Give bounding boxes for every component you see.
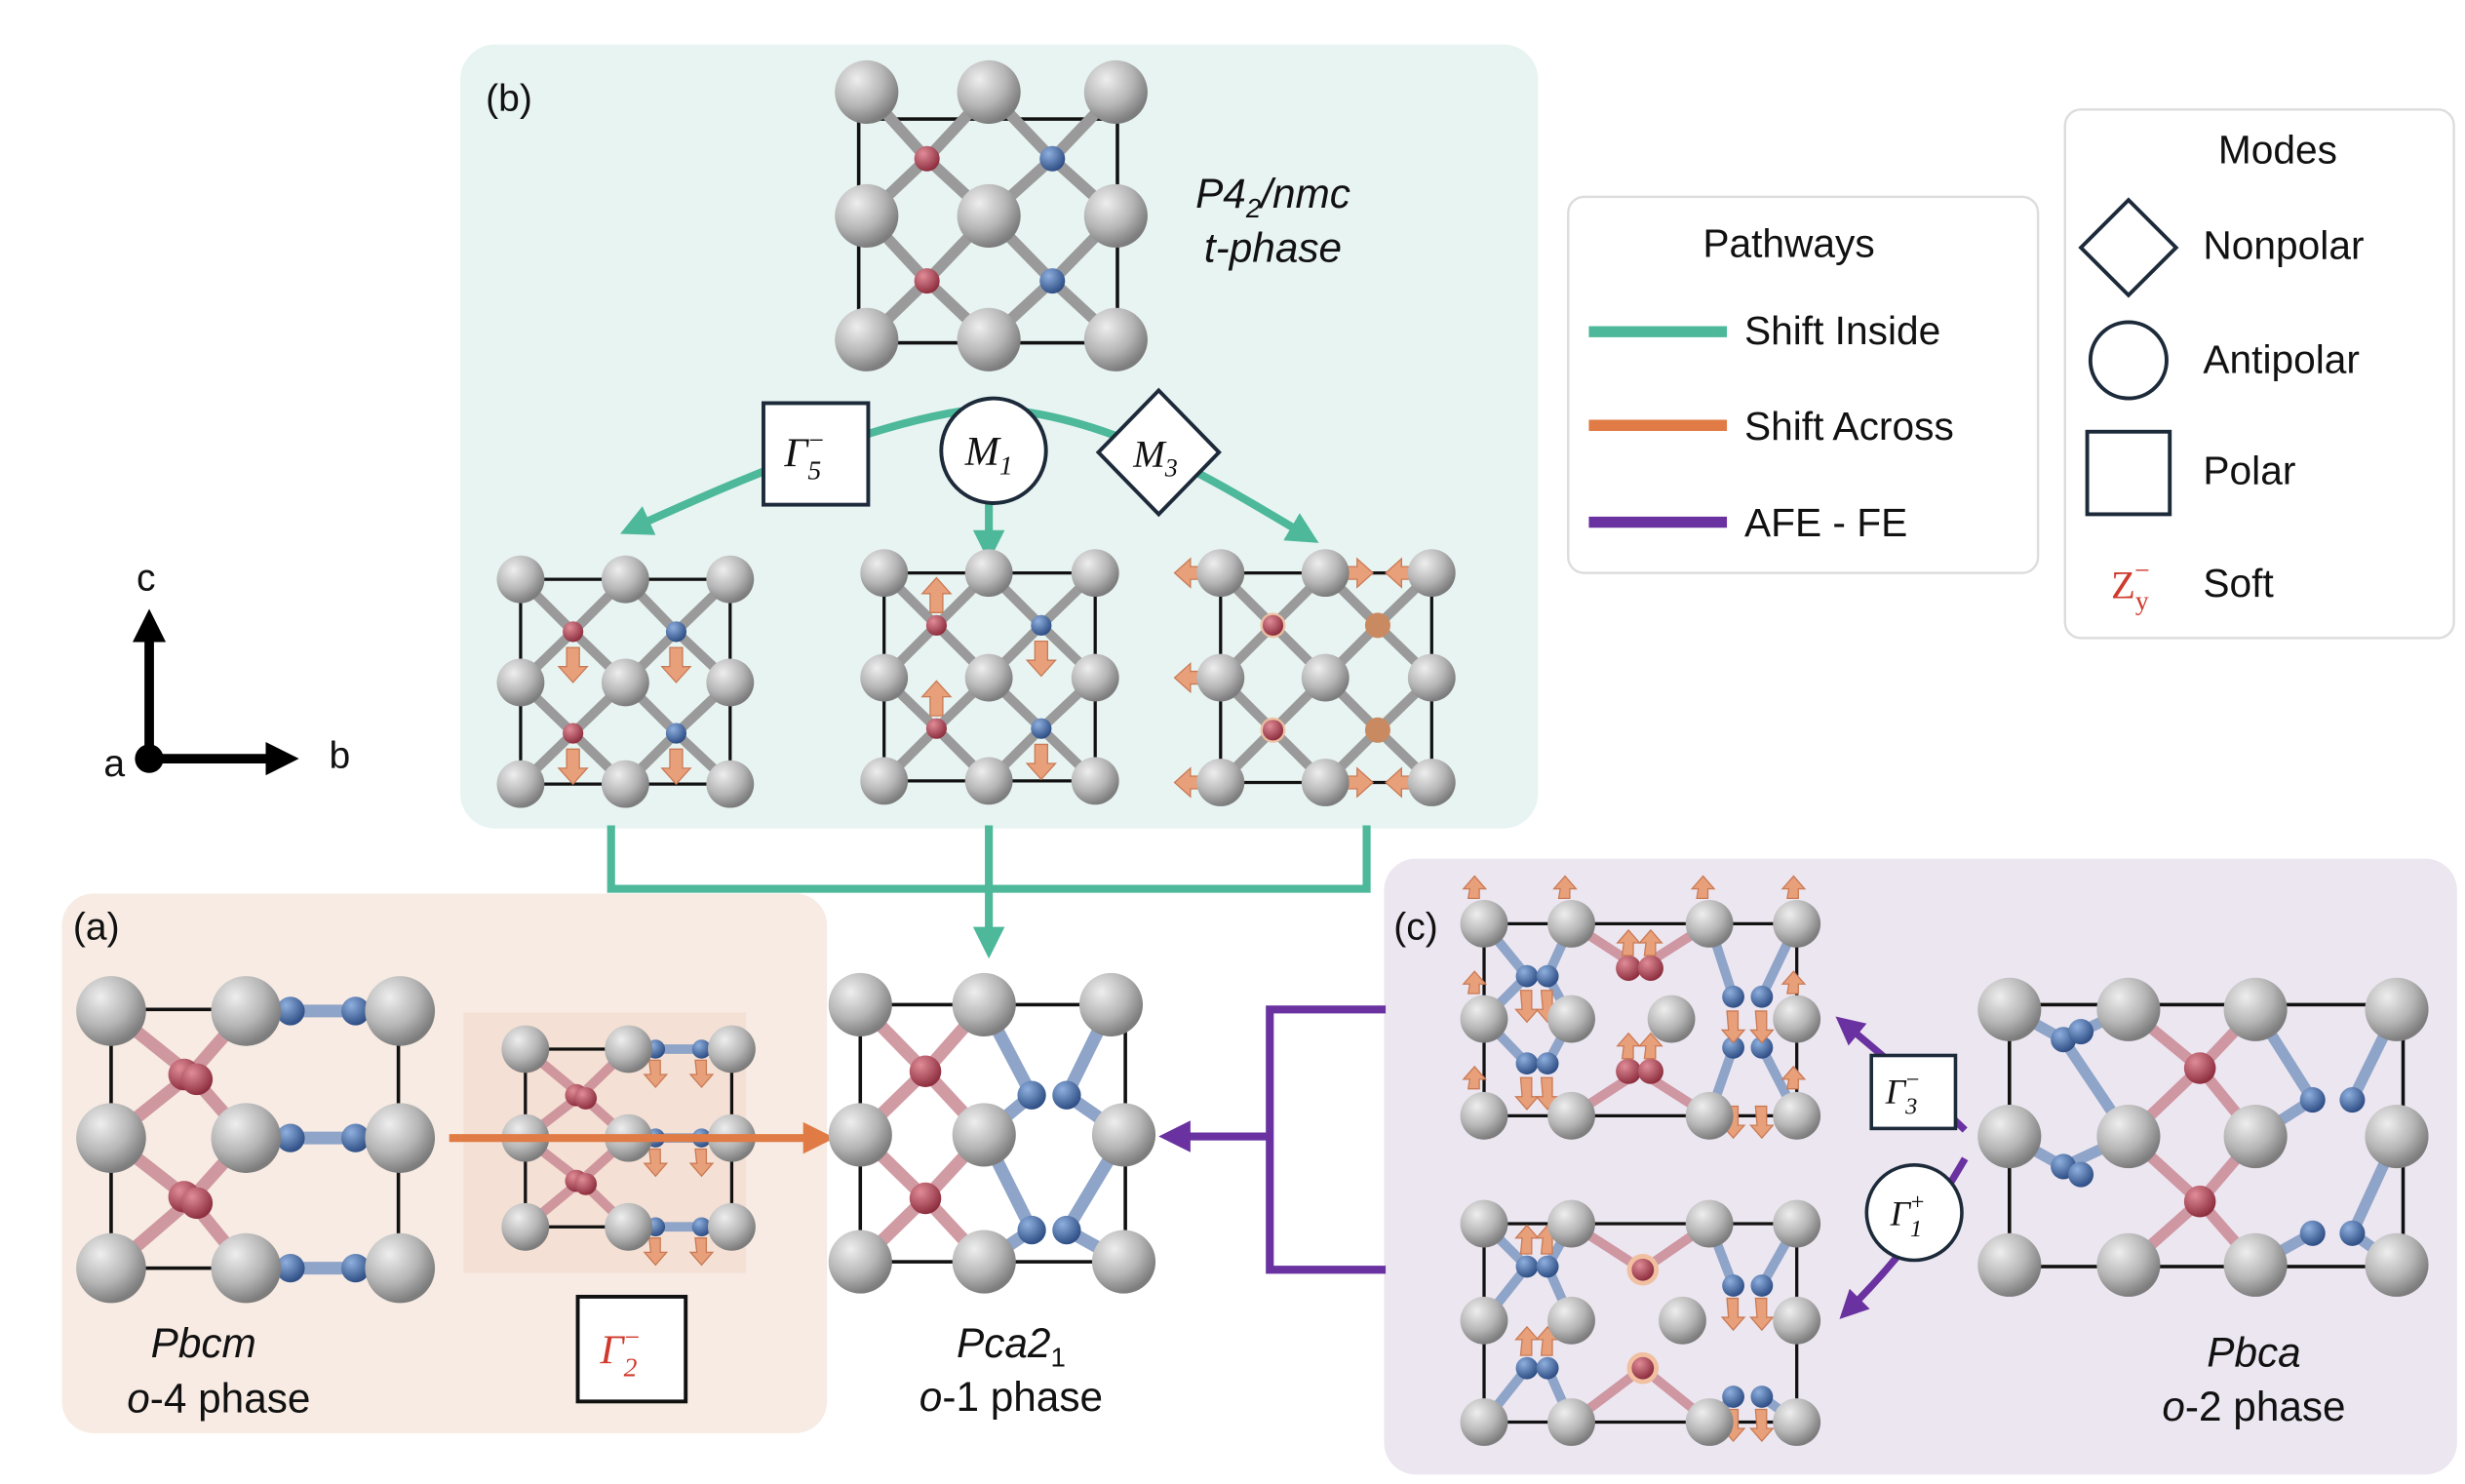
pbcm-displaced-structure <box>463 1012 756 1273</box>
pathways-legend: Pathways Shift Inside Shift Across AFE -… <box>1567 195 2040 574</box>
pathways-legend-title: Pathways <box>1702 221 1874 266</box>
svg-text:Γ3−: Γ3− <box>1885 1067 1921 1120</box>
panel-c-label: (c) <box>1393 907 1438 949</box>
soft-mode-symbol: Zy− <box>2111 555 2150 615</box>
svg-text:M3: M3 <box>1132 434 1178 483</box>
afe-fe-label: AFE - FE <box>1744 500 1907 545</box>
nonpolar-diamond-icon <box>2078 197 2179 298</box>
t-phase-space-group: P42/nmc <box>1195 171 1350 223</box>
axis-c-label: c <box>137 558 156 600</box>
axis-b-label: b <box>329 735 350 777</box>
pbca-structure <box>1977 977 2429 1297</box>
antipolar-circle-icon <box>2088 320 2169 401</box>
panel-a-label: (a) <box>73 907 120 949</box>
svg-text:Γ2−: Γ2− <box>600 1321 642 1382</box>
m1-mode-circle: M1 <box>939 396 1048 505</box>
svg-text:Γ1+: Γ1+ <box>1890 1189 1926 1242</box>
pbca-phase-name: o-2 phase <box>2162 1384 2345 1429</box>
afe-fe-bracket <box>1158 1005 1387 1274</box>
t-phase-name: t-phase <box>1204 225 1342 271</box>
gamma5-mode-square: Γ5− <box>762 401 871 507</box>
antipolar-label: Antipolar <box>2203 337 2360 382</box>
m3-displaced-structure <box>1173 549 1456 806</box>
modes-legend-title: Modes <box>2218 128 2337 173</box>
polar-label: Polar <box>2203 448 2295 492</box>
m3-mode-diamond: M3 <box>1095 387 1222 518</box>
gamma3-mode-square: Γ3− <box>1869 1053 1958 1131</box>
m1-displaced-structure <box>860 549 1119 805</box>
shift-inside-label: Shift Inside <box>1744 308 1940 353</box>
gamma3-displaced-structure <box>1460 875 1821 1140</box>
gamma5-displaced-structure <box>496 555 755 808</box>
polar-square-icon <box>2085 429 2172 517</box>
t-phase-structure <box>835 59 1148 371</box>
gamma2-mode-square: Γ2− <box>575 1294 688 1404</box>
panel-b-label: (b) <box>486 78 532 120</box>
pca21-space-group: Pca21 <box>957 1320 1066 1373</box>
soft-label: Soft <box>2203 561 2273 605</box>
svg-text:M1: M1 <box>964 429 1013 481</box>
pca21-structure <box>828 972 1156 1294</box>
axes-indicator: c a b <box>103 558 350 785</box>
pbca-space-group: Pbca <box>2207 1330 2300 1376</box>
gamma1-mode-circle: Γ1+ <box>1864 1163 1964 1263</box>
modes-legend: Modes Nonpolar Antipolar Polar Zy− Soft <box>2063 108 2455 640</box>
shift-across-label: Shift Across <box>1744 404 1954 449</box>
gamma1-displaced-structure <box>1460 1199 1821 1446</box>
pbcm-phase-name: o-4 phase <box>127 1376 310 1422</box>
nonpolar-label: Nonpolar <box>2203 222 2364 267</box>
svg-text:Γ5−: Γ5− <box>783 425 825 486</box>
pbcm-space-group: Pbcm <box>151 1320 256 1366</box>
pbcm-structure <box>76 976 436 1304</box>
shift-inside-merge <box>606 825 1371 959</box>
pca21-phase-name: o-1 phase <box>919 1374 1103 1420</box>
axis-a-label: a <box>103 743 125 785</box>
